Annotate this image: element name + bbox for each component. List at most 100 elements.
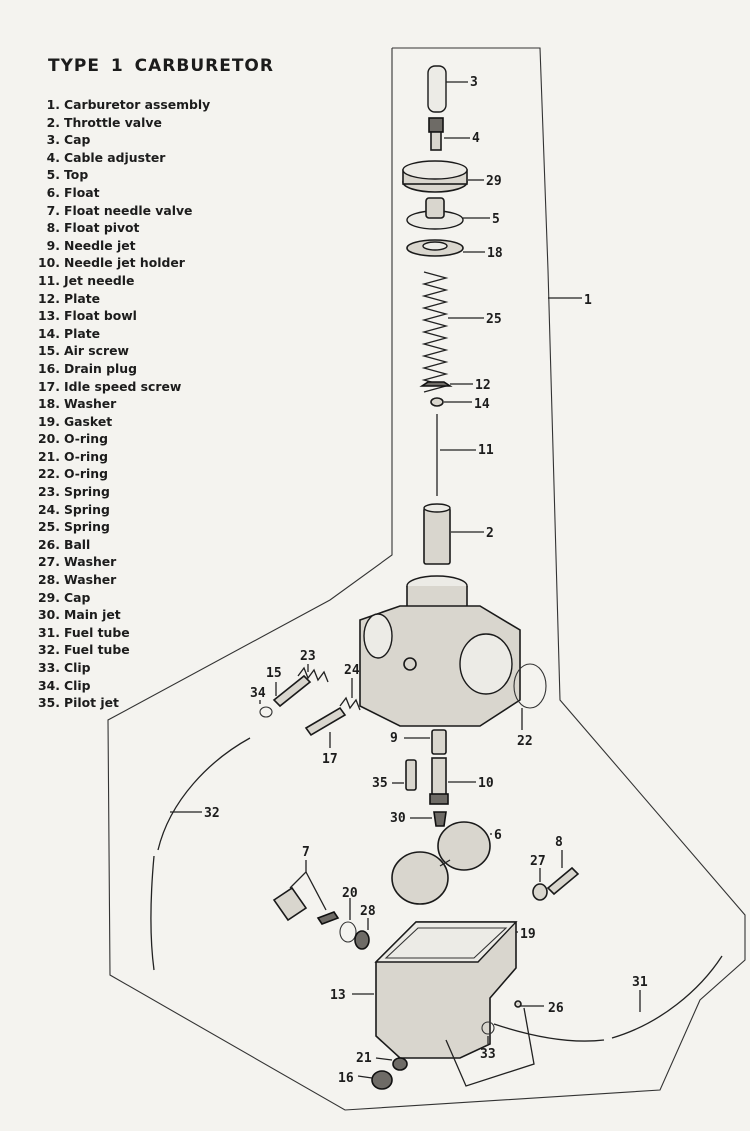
part-cap-3: 3 — [427, 65, 478, 113]
callout-10: 10 — [478, 776, 494, 791]
callout-35: 35 — [372, 776, 388, 791]
part-number: 6. — [46, 184, 60, 200]
callout-7: 7 — [302, 845, 310, 860]
callout-11: 11 — [478, 443, 494, 458]
part-o-ring-21: 21 — [356, 1051, 408, 1071]
part-name: Carburetor assembly — [64, 97, 211, 112]
part-number: 25. — [38, 519, 60, 535]
part-washer-18: 18 — [406, 239, 503, 261]
part-number: 12. — [38, 290, 60, 306]
callout-14: 14 — [474, 397, 490, 412]
part-name: O-ring — [64, 448, 108, 464]
part-name: Gasket — [64, 413, 113, 429]
part-name: Plate — [64, 290, 101, 306]
part-air-screw-15: 15 — [266, 666, 312, 708]
part-number: 32. — [38, 642, 60, 658]
part-number: 33. — [38, 660, 60, 675]
callout-15: 15 — [266, 666, 282, 681]
part-number: 1. — [46, 97, 60, 112]
part-name: Main jet — [64, 607, 121, 623]
part-throttle-valve-2: 2 — [423, 503, 494, 565]
part-name: Air screw — [64, 343, 129, 359]
part-name: Ball — [64, 536, 91, 552]
callout-4: 4 — [472, 131, 480, 146]
part-washer-28: 28 — [354, 904, 376, 950]
part-name: Fuel tube — [64, 642, 130, 658]
part-name: Throttle valve — [64, 114, 162, 130]
part-number: 3. — [46, 132, 60, 148]
part-top-5: 5 — [406, 197, 500, 230]
part-number: 27. — [38, 554, 60, 570]
part-number: 16. — [38, 360, 60, 376]
part-float-pivot-8: 8 — [546, 835, 580, 896]
callout-31: 31 — [632, 975, 648, 990]
callout-23: 23 — [300, 649, 316, 664]
part-main-jet-30: 30 — [390, 811, 447, 827]
callout-26: 26 — [548, 1001, 564, 1016]
part-name: Idle speed screw — [64, 378, 182, 394]
part-name: Cap — [64, 132, 91, 148]
part-number: 34. — [38, 677, 60, 693]
callout-29: 29 — [486, 174, 502, 189]
callout-6: 6 — [494, 828, 502, 843]
callout-28: 28 — [360, 904, 376, 919]
part-number: 8. — [46, 220, 60, 236]
callout-27: 27 — [530, 854, 546, 869]
part-number: 13. — [38, 308, 60, 324]
part-name: Jet needle — [64, 272, 135, 288]
part-name: Cap — [64, 589, 91, 605]
part-number: 29. — [38, 589, 60, 605]
callout-21: 21 — [356, 1051, 372, 1066]
callout-17: 17 — [322, 752, 338, 767]
part-spring-25: 25 — [421, 271, 502, 393]
part-name: Cable adjuster — [64, 149, 166, 165]
part-number: 5. — [46, 167, 60, 183]
callout-16: 16 — [338, 1071, 354, 1086]
part-name: Washer — [64, 396, 117, 412]
part-o-ring-22: 22 — [513, 663, 547, 749]
part-name: Spring — [64, 484, 110, 500]
part-o-ring-20: 20 — [339, 886, 358, 943]
part-jet-needle-11: 11 — [436, 414, 494, 496]
part-name: Float bowl — [64, 308, 137, 324]
part-number: 9. — [46, 237, 60, 253]
part-number: 17. — [38, 378, 60, 394]
callout-33: 33 — [480, 1047, 496, 1062]
callout-8: 8 — [555, 835, 563, 850]
part-name: Pilot jet — [64, 695, 119, 711]
part-needle-jet-9: 9 — [390, 729, 447, 755]
part-name: Fuel tube — [64, 624, 130, 640]
callout-25: 25 — [486, 312, 502, 327]
callout-22: 22 — [517, 734, 533, 749]
part-number: 14. — [38, 325, 60, 341]
part-number: 4. — [46, 149, 60, 165]
callout-13: 13 — [330, 988, 346, 1003]
part-number: 22. — [38, 466, 60, 482]
part-number: 21. — [38, 448, 60, 464]
part-washer-27: 27 — [530, 854, 548, 901]
callout-9: 9 — [390, 731, 398, 746]
part-idle-speed-screw-17: 17 — [304, 706, 347, 767]
part-name: Washer — [64, 554, 117, 570]
part-plate-14: 14 — [430, 397, 490, 412]
callout-34: 34 — [250, 686, 266, 701]
part-name: Clip — [64, 677, 91, 693]
page-title: TYPE 1 CARBURETOR — [48, 56, 274, 76]
part-ball-26: 26 — [445, 1000, 564, 1087]
callout-19: 19 — [520, 927, 536, 942]
part-clip-34: 34 — [250, 686, 273, 718]
part-fuel-tube-31: 31 — [493, 955, 723, 1042]
part-number: 24. — [38, 501, 60, 517]
part-number: 26. — [38, 536, 60, 552]
part-cap-29: 29 — [402, 160, 502, 193]
part-float-6: 6 — [391, 821, 502, 905]
part-float-needle-valve-7: 7 — [272, 845, 340, 925]
part-plate-12: 12 — [419, 378, 491, 393]
part-name: Drain plug — [64, 360, 137, 376]
part-number: 30. — [38, 607, 60, 623]
part-fuel-tube-32: 32 — [150, 737, 251, 971]
callout-1: 1 — [584, 293, 592, 308]
part-gasket-19: 19 — [516, 927, 536, 942]
part-cable-adjuster-4: 4 — [428, 117, 480, 151]
